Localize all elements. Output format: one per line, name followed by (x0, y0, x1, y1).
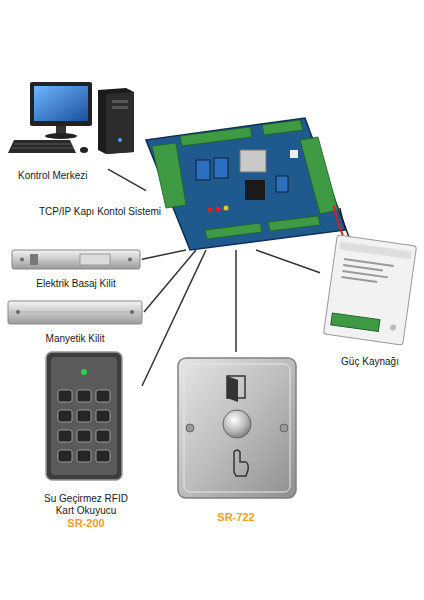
controller-board-part (276, 176, 288, 192)
connector-line (142, 250, 186, 259)
connector-line (144, 250, 196, 312)
computer-illustration-part (98, 88, 134, 154)
exit-button-part (234, 450, 248, 476)
rfid-reader-node: Su Geçirmez RFID Kart OkuyucuSR-200 (30, 350, 142, 530)
rfid-keypad-part (51, 357, 117, 475)
controller-board-part (290, 150, 298, 158)
controller-board-part (300, 137, 338, 214)
computer-illustration-part (14, 144, 72, 145)
magnetic-lock-part (16, 310, 20, 314)
magnetic-lock-part (8, 301, 142, 324)
controller-board-part (208, 208, 213, 213)
model-number: SR-722 (217, 511, 254, 524)
exit-button-part (184, 364, 290, 492)
power-supply (323, 206, 416, 345)
computer-illustration-part (112, 100, 128, 103)
controller-board-part (180, 127, 252, 146)
electric-strike-lock-part (12, 250, 140, 269)
model-number: SR-200 (67, 517, 104, 530)
keypad-keys-part (96, 410, 110, 422)
keypad-keys-part (77, 390, 91, 402)
electric-strike-lock-part (80, 254, 110, 265)
controller-board-part (205, 223, 262, 239)
exit-button-part (223, 410, 251, 438)
rfid-keypad-part (46, 352, 122, 480)
keypad-keys-part (58, 450, 72, 462)
node-caption: Su Geçirmez RFID Kart Okuyucu (36, 493, 136, 517)
node-caption: Güç Kaynağı (341, 356, 399, 368)
keypad-keys-part (58, 430, 72, 442)
node-caption: Elektrik Basaj Kilit (36, 278, 115, 290)
keypad-keys (58, 390, 110, 462)
power-supply-part-part (331, 313, 380, 332)
power-supply-part-part (339, 241, 411, 259)
computer-illustration-part (12, 148, 74, 149)
controller-board-part (245, 180, 265, 200)
keypad-keys-part (77, 410, 91, 422)
computer-illustration-part (112, 106, 128, 109)
connector-line (235, 250, 237, 352)
rfid-keypad (46, 352, 122, 480)
electric-strike-lock-part (30, 254, 38, 265)
computer-node: Kontrol Merkezi (8, 75, 108, 182)
connector-line (142, 250, 206, 386)
exit-button (178, 358, 296, 498)
computer-illustration-part (30, 82, 92, 126)
controller-board-part (152, 143, 186, 208)
computer-illustration-part (106, 92, 134, 154)
controller-board-part (240, 150, 266, 172)
computer-illustration-part (45, 133, 77, 139)
magnetic-lock (8, 301, 142, 324)
power-supply-part-part (343, 264, 383, 272)
rfid-keypad-part (81, 369, 87, 375)
electric-strike-lock-part (20, 258, 24, 262)
controller-board-part (262, 120, 303, 135)
computer-illustration (8, 82, 134, 154)
power-supply-node: Güç Kaynağı (320, 232, 420, 368)
keypad-keys-part (77, 430, 91, 442)
computer-illustration-part (118, 138, 122, 142)
keypad-keys-part (96, 390, 110, 402)
computer-illustration-part (56, 126, 66, 134)
controller-node: TCP/IP Kapı Kontol Sistemi (146, 118, 346, 250)
strike-lock-node: Elektrik Basaj Kilit (10, 246, 142, 290)
magnetic-lock-node: Manyetik Kilit (6, 298, 144, 345)
node-caption: TCP/IP Kapı Kontol Sistemi (39, 206, 161, 218)
computer-illustration-part (8, 140, 76, 153)
keypad-keys-part (96, 450, 110, 462)
electric-strike-lock-part (128, 258, 132, 262)
controller-board-part (216, 207, 221, 212)
magnetic-lock-part (10, 312, 140, 313)
power-supply-part-part (390, 324, 397, 331)
connector-line (256, 250, 320, 273)
magnetic-lock-part (130, 310, 134, 314)
exit-button-part (178, 358, 296, 498)
controller-board-part (224, 206, 229, 211)
controller-board-part (196, 160, 210, 180)
controller-board-part (268, 216, 320, 231)
exit-button-part (280, 424, 288, 432)
node-caption: Kontrol Merkezi (18, 170, 87, 182)
computer-illustration-part (80, 147, 88, 153)
keypad-keys-part (58, 390, 72, 402)
keypad-keys-part (58, 410, 72, 422)
computer-illustration-part (34, 86, 88, 121)
controller-board-part (214, 158, 228, 178)
node-caption: Manyetik Kilit (46, 333, 105, 345)
exit-button-part (186, 424, 194, 432)
electric-strike-lock (12, 250, 140, 269)
keypad-keys-part (77, 450, 91, 462)
exit-button-node: SR-722 (172, 352, 300, 524)
controller-board (146, 118, 346, 250)
power-supply-part (323, 235, 416, 345)
power-supply-part-part (323, 235, 416, 345)
power-supply-part-part (341, 276, 377, 283)
connector-line (108, 169, 146, 190)
keypad-keys-part (96, 430, 110, 442)
exit-button-part (227, 376, 238, 402)
controller-board-part (146, 118, 346, 250)
